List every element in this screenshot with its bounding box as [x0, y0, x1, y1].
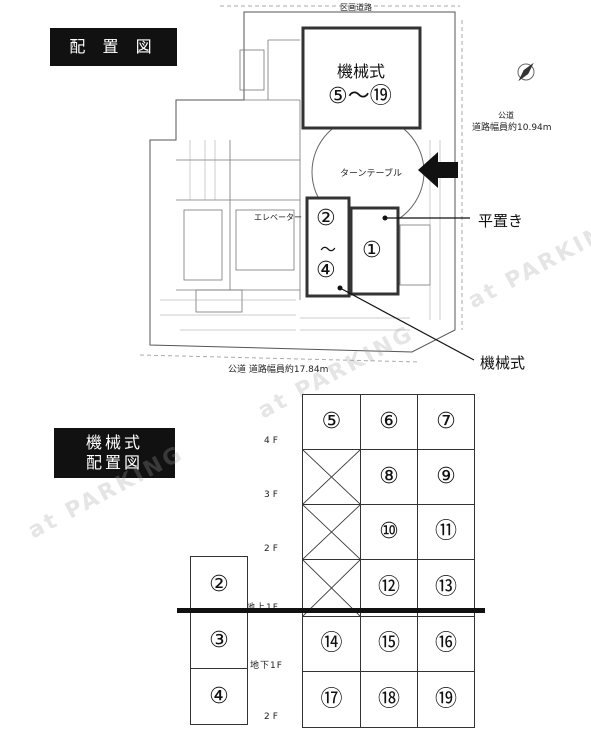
- machine-parking-box: [301, 26, 422, 130]
- slot-7: ⑦: [418, 395, 475, 450]
- slot-15: ⑮: [361, 617, 418, 672]
- slot-8: ⑧: [361, 450, 418, 505]
- slot-18: ⑱: [361, 672, 418, 728]
- slot-12-number: ⑫: [377, 575, 400, 600]
- slot-17-number: ⑰: [320, 686, 343, 712]
- slot-12: ⑫: [361, 560, 418, 617]
- empty-slot-2f: [303, 505, 361, 560]
- layout-title-text: 配 置 図: [69, 37, 158, 56]
- slot-2-number: ②: [209, 571, 229, 597]
- turntable-label: ターンテーブル: [340, 169, 403, 179]
- callout-flat: 平置き: [478, 212, 524, 230]
- slot-14-number: ⑭: [320, 631, 343, 656]
- slot-13-number: ⑬: [434, 575, 457, 600]
- slot-15-number: ⑮: [377, 631, 400, 656]
- flat-box-bottom: ④: [316, 258, 336, 283]
- slot-6-number: ⑥: [379, 409, 399, 434]
- empty-slot-3f: [303, 450, 361, 505]
- slot-9-number: ⑨: [436, 464, 456, 489]
- site-plan: [139, 5, 535, 363]
- slot-5-number: ⑤: [321, 409, 342, 434]
- slot-10: ⑩: [361, 505, 418, 560]
- flat-box-mid: 〜: [320, 240, 337, 259]
- floor-label-2f: 2F: [264, 544, 281, 554]
- floor-label-4f: 4F: [264, 436, 281, 446]
- flat-single: ①: [362, 238, 382, 263]
- elevator-label: エレベーター: [254, 213, 302, 222]
- empty-slot-1f: [303, 560, 361, 617]
- slot-3: ③: [191, 613, 248, 669]
- flat-box-top: ②: [316, 206, 336, 231]
- slot-6: ⑥: [361, 395, 418, 450]
- machine-box-range: ⑤〜⑲: [328, 84, 392, 109]
- slot-19: ⑲: [418, 672, 475, 728]
- slot-3-number: ③: [209, 627, 229, 653]
- floor-label-basement-2f: 2F: [264, 712, 281, 722]
- slot-19-number: ⑲: [434, 686, 457, 712]
- machine-box-title: 機械式: [337, 62, 386, 81]
- road-top-label: 区画道路: [340, 3, 372, 12]
- road-right-label: 公道: [498, 111, 514, 120]
- slot-7-number: ⑦: [436, 409, 456, 434]
- callout-machine: 機械式: [480, 354, 526, 372]
- flat-parking-box-2-4: [305, 196, 351, 298]
- machine-layout-title: 機械式 配置図: [54, 428, 175, 478]
- road-bottom-label: 公道 道路幅員約17.84m: [228, 365, 329, 375]
- slot-4-number: ④: [209, 683, 229, 709]
- road-right-width: 道路幅員約10.94m: [472, 123, 552, 133]
- layout-title: 配 置 図: [50, 28, 177, 66]
- slot-17: ⑰: [303, 672, 361, 728]
- machine-title-line1: 機械式: [85, 433, 143, 452]
- slot-5: ⑤: [303, 395, 361, 450]
- floor-label-basement-1f: 地下1F: [250, 661, 283, 671]
- ground-line: [177, 608, 485, 613]
- slot-8-number: ⑧: [379, 464, 399, 489]
- slot-11-number: ⑪: [434, 519, 457, 544]
- slot-16-number: ⑯: [434, 631, 457, 656]
- slot-14: ⑭: [303, 617, 361, 672]
- flat-parking-box-1: [349, 206, 400, 296]
- slot-16: ⑯: [418, 617, 475, 672]
- machine-grid: ⑤ ⑥ ⑦ ⑧ ⑨ ⑩ ⑪ ⑫ ⑬ ⑭ ⑮ ⑯ ⑰ ⑱ ⑲: [302, 394, 475, 728]
- entrance-arrow-icon: [418, 152, 458, 188]
- slot-9: ⑨: [418, 450, 475, 505]
- machine-title-line2: 配置図: [85, 453, 143, 472]
- flat-grid: ② ③ ④: [190, 556, 248, 725]
- slot-18-number: ⑱: [377, 686, 400, 712]
- slot-10-number: ⑩: [379, 519, 399, 544]
- compass-icon: [517, 62, 535, 82]
- slot-4: ④: [191, 669, 248, 725]
- slot-2: ②: [191, 557, 248, 613]
- floor-label-3f: 3F: [264, 490, 281, 500]
- slot-11: ⑪: [418, 505, 475, 560]
- slot-13: ⑬: [418, 560, 475, 617]
